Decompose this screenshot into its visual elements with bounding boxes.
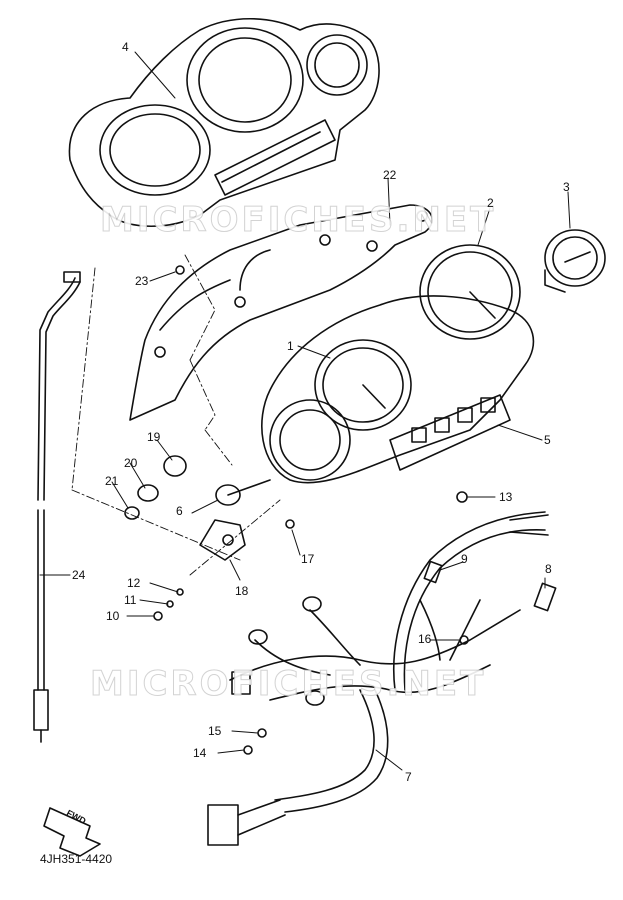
watermark-top: MICROFICHES.NET bbox=[99, 200, 497, 241]
callout-7: 7 bbox=[405, 770, 412, 784]
callout-16: 16 bbox=[418, 632, 432, 646]
meter-assembly bbox=[261, 244, 535, 484]
callout-20: 20 bbox=[124, 456, 138, 470]
small-hardware bbox=[124, 265, 469, 755]
drawing-code: 4JH351-4420 bbox=[40, 852, 113, 866]
callout-14: 14 bbox=[193, 746, 207, 760]
callout-11: 11 bbox=[124, 593, 137, 607]
callout-19: 19 bbox=[147, 430, 161, 444]
connectors bbox=[423, 514, 557, 612]
phantom-lines bbox=[71, 254, 281, 576]
callout-9: 9 bbox=[461, 552, 468, 566]
callout-10: 10 bbox=[106, 609, 120, 623]
watermark-bottom: MICROFICHES.NET bbox=[89, 664, 487, 705]
callout-22: 22 bbox=[383, 168, 397, 182]
speedometer-cable bbox=[33, 271, 81, 743]
indicator-panel bbox=[389, 394, 511, 471]
callout-15: 15 bbox=[208, 724, 222, 738]
callout-2: 2 bbox=[487, 196, 494, 210]
small-gauge bbox=[544, 229, 606, 293]
callout-13: 13 bbox=[499, 490, 513, 504]
callout-21: 21 bbox=[105, 474, 119, 488]
leader-lines bbox=[39, 51, 571, 771]
callout-18: 18 bbox=[235, 584, 249, 598]
meter-housing-cover bbox=[68, 18, 380, 228]
callout-8: 8 bbox=[545, 562, 552, 576]
callout-1: 1 bbox=[287, 339, 294, 353]
callout-23: 23 bbox=[135, 274, 149, 288]
callout-6: 6 bbox=[176, 504, 183, 518]
meter-bracket-stay bbox=[129, 204, 433, 421]
wire-harness bbox=[207, 511, 546, 846]
callout-24: 24 bbox=[72, 568, 86, 582]
callout-17: 17 bbox=[301, 552, 315, 566]
callout-4: 4 bbox=[122, 40, 129, 54]
fwd-arrow-icon bbox=[43, 807, 101, 857]
callout-5: 5 bbox=[544, 433, 551, 447]
callout-3: 3 bbox=[563, 180, 570, 194]
callout-12: 12 bbox=[127, 576, 141, 590]
